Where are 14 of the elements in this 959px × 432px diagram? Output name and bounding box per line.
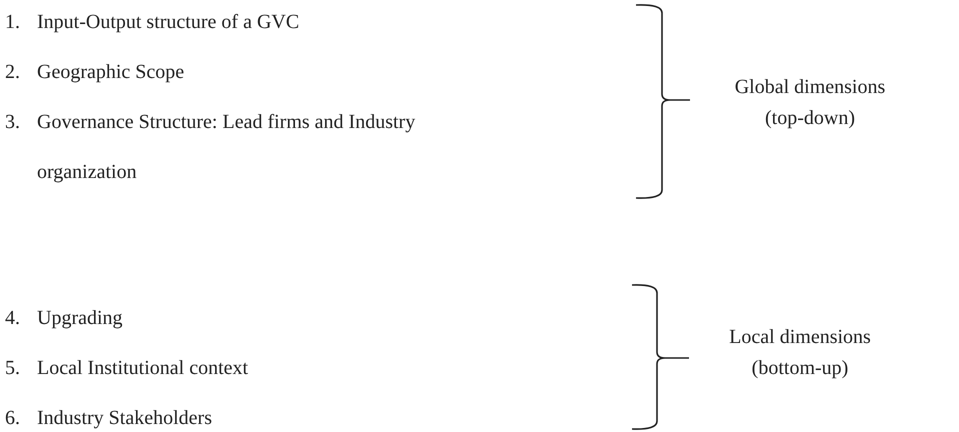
list-number: 6. [5,406,20,431]
list-item: Industry Stakeholders [37,406,212,431]
list-item: Governance Structure: Lead firms and Industry organization [37,110,416,185]
group-label: Global dimensions (top-down) [734,75,886,131]
list-number: 5. [5,356,20,381]
list-number: 4. [5,306,20,331]
list-item: Input-Output structure of a GVC [37,10,300,35]
list-number: 1. [5,10,20,35]
list-number: 2. [5,60,20,85]
list-item: Local Institutional context [37,356,248,381]
list-item: Geographic Scope [37,60,184,85]
group-label: Local dimensions (bottom-up) [728,325,872,381]
list-number: 3. [5,110,20,135]
list-item: Upgrading [37,306,123,331]
